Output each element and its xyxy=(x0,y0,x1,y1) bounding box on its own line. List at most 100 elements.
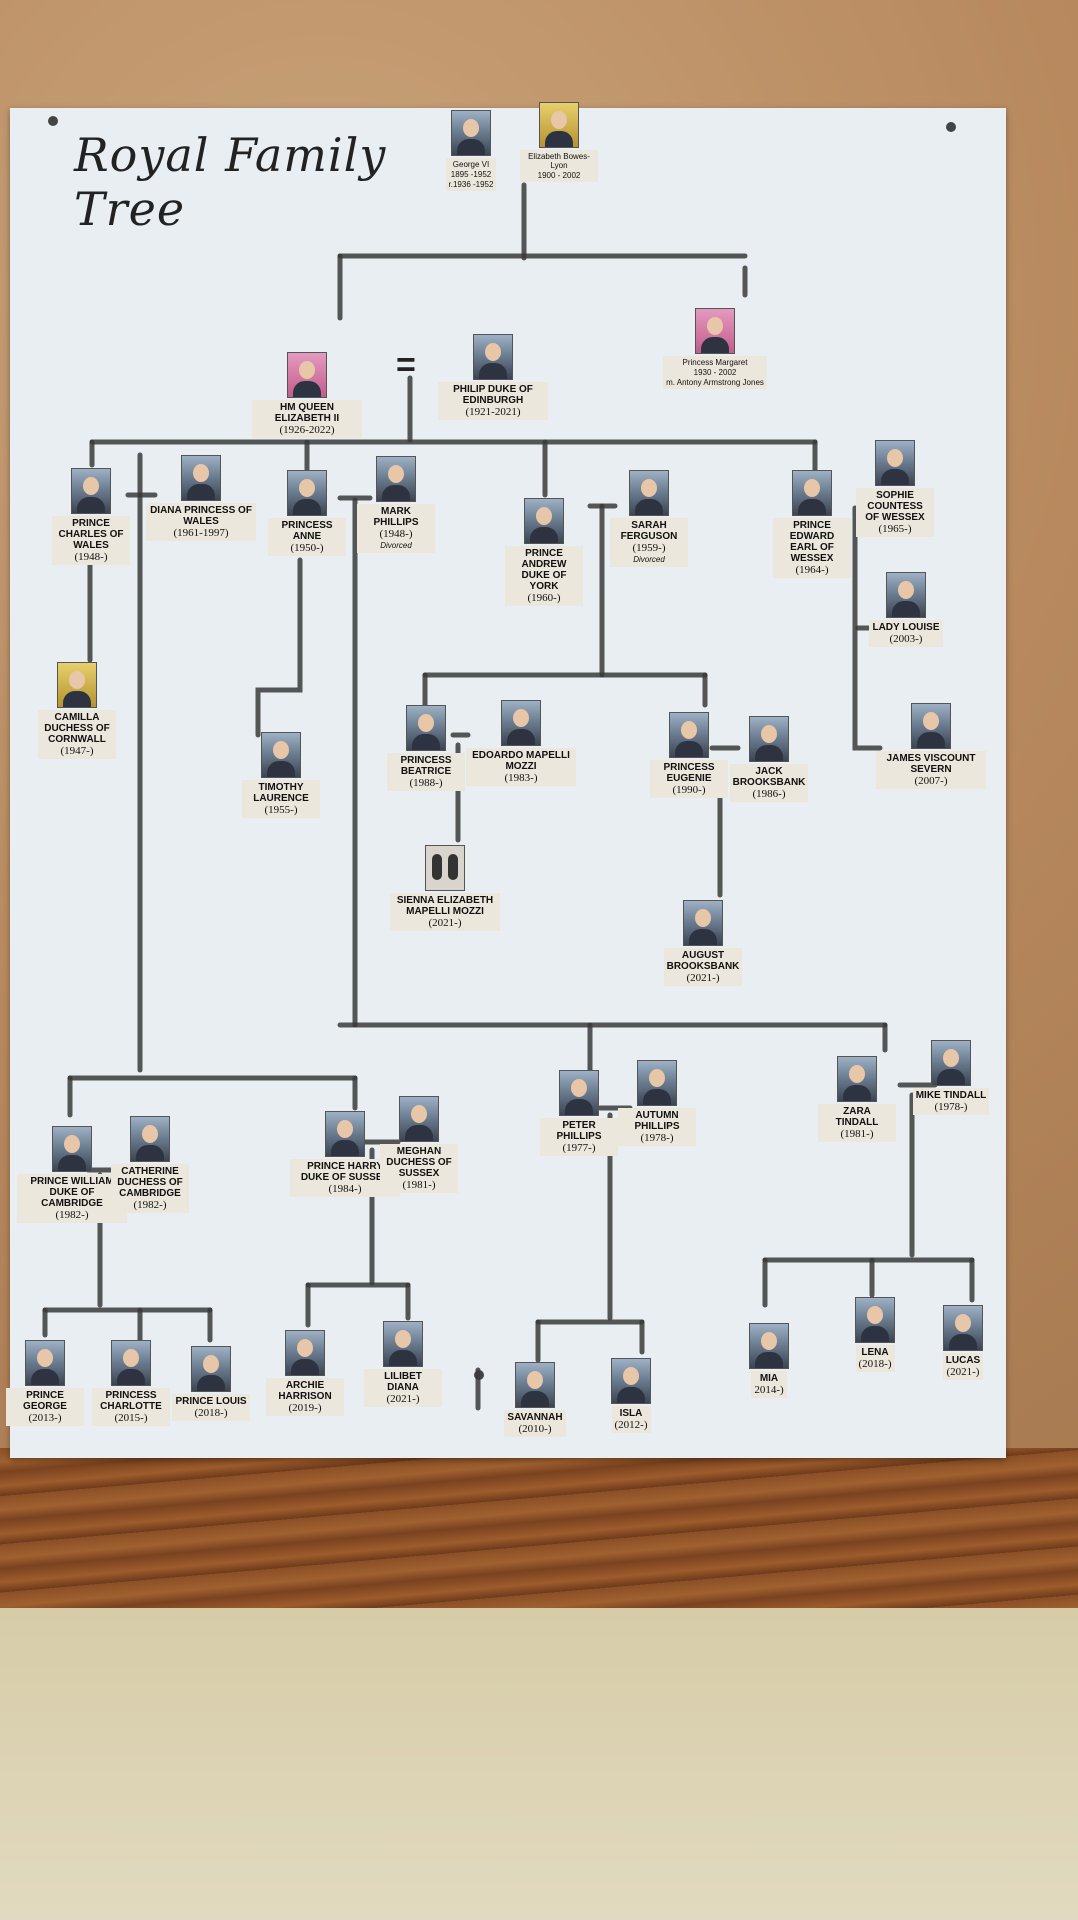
person-years: (1978-) xyxy=(640,1132,674,1144)
person-name: Sophie Countess of Wessex xyxy=(865,490,925,523)
person-years: (1981-) xyxy=(840,1128,874,1140)
portrait-photo xyxy=(886,572,926,618)
person-card-lena: Lena(2018-) xyxy=(836,1297,914,1372)
person-name: Prince Harry Duke of Sussex xyxy=(300,1161,390,1183)
portrait-photo xyxy=(451,110,491,156)
portrait-photo xyxy=(943,1305,983,1351)
person-label: Lilibet Diana(2021-) xyxy=(364,1369,442,1407)
portrait-photo xyxy=(473,334,513,380)
person-label: Princess Eugenie(1990-) xyxy=(650,760,728,798)
person-label: Isla(2012-) xyxy=(611,1406,651,1433)
person-label: Princess Beatrice(1988-) xyxy=(387,753,465,791)
person-name: Timothy Laurence xyxy=(253,782,309,804)
person-label: Sienna Elizabeth Mapelli Mozzi(2021-) xyxy=(390,893,500,931)
portrait-photo xyxy=(111,1340,151,1386)
person-name: Camilla Duchess of Cornwall xyxy=(44,712,110,745)
person-years: r.1936 -1952 xyxy=(448,180,494,189)
family-tree-title: Royal Family Tree xyxy=(74,128,387,236)
person-card-louis: Prince Louis(2018-) xyxy=(172,1346,250,1421)
person-name: Mike Tindall xyxy=(915,1090,987,1101)
portrait-photo xyxy=(539,102,579,148)
person-name: Philip Duke of Edinburgh xyxy=(453,384,533,406)
person-label: Prince Andrew Duke of York(1960-) xyxy=(505,546,583,606)
person-label: Prince Charles of Wales(1948-) xyxy=(52,516,130,565)
person-card-autumn: Autumn Phillips(1978-) xyxy=(618,1060,696,1146)
person-card-james: James Viscount Severn(2007-) xyxy=(876,703,986,789)
person-name: Peter Phillips xyxy=(556,1120,602,1142)
person-years: m. Antony Armstrong Jones xyxy=(666,378,764,387)
person-name: Savannah xyxy=(507,1412,563,1423)
person-years: (1982-) xyxy=(133,1199,167,1211)
person-name: Princess Beatrice xyxy=(400,755,452,777)
person-label: Edoardo Mapelli Mozzi(1983-) xyxy=(466,748,576,786)
person-years: (2007-) xyxy=(914,775,948,787)
portrait-photo xyxy=(669,712,709,758)
person-years: (1988-) xyxy=(409,777,443,789)
person-card-louise: Lady Louise(2003-) xyxy=(867,572,945,647)
person-card-mark: Mark Phillips(1948-)Divorced xyxy=(357,456,435,553)
person-years: (2018-) xyxy=(858,1358,892,1370)
person-label: Meghan Duchess of Sussex(1981-) xyxy=(380,1144,458,1193)
person-card-peter: Peter Phillips(1977-) xyxy=(540,1070,618,1156)
person-card-august: August Brooksbank(2021-) xyxy=(663,900,743,986)
person-years: (1921-2021) xyxy=(465,406,521,418)
person-label: Diana Princess of Wales(1961-1997) xyxy=(146,503,256,541)
person-name: Princess Margaret xyxy=(682,358,748,367)
person-years: (1986-) xyxy=(752,788,786,800)
portrait-photo xyxy=(515,1362,555,1408)
person-card-edoardo: Edoardo Mapelli Mozzi(1983-) xyxy=(466,700,576,786)
person-name: Princess Anne xyxy=(281,520,333,542)
person-label: Zara Tindall(1981-) xyxy=(818,1104,896,1142)
person-name: Lena xyxy=(861,1347,889,1358)
person-label: Mark Phillips(1948-)Divorced xyxy=(357,504,435,553)
person-name: Diana Princess of Wales xyxy=(150,505,252,527)
person-label: Lady Louise(2003-) xyxy=(869,620,943,647)
person-name: Sienna Elizabeth Mapelli Mozzi xyxy=(396,895,494,917)
person-name: August Brooksbank xyxy=(666,950,740,972)
person-card-timothy: Timothy Laurence(1955-) xyxy=(242,732,320,818)
person-card-mike: Mike Tindall(1978-) xyxy=(912,1040,990,1115)
portrait-photo xyxy=(399,1096,439,1142)
person-name: Isla xyxy=(619,1408,643,1419)
person-name: Lilibet Diana xyxy=(384,1371,422,1393)
person-years: 2014-) xyxy=(754,1384,784,1396)
person-card-george: Prince George(2013-) xyxy=(6,1340,84,1426)
person-label: Jack Brooksbank(1986-) xyxy=(729,764,809,802)
person-label: Savannah(2010-) xyxy=(504,1410,566,1437)
wall xyxy=(0,1608,1078,1920)
person-name: HM Queen Elizabeth II xyxy=(274,402,340,424)
portrait-photo xyxy=(629,470,669,516)
portrait-photo xyxy=(52,1126,92,1172)
person-label: Prince William Duke of Cambridge(1982-) xyxy=(17,1174,127,1223)
person-label: August Brooksbank(2021-) xyxy=(663,948,743,986)
person-name: Sarah Ferguson xyxy=(620,520,678,542)
person-card-catherine: Catherine Duchess of Cambridge(1982-) xyxy=(111,1116,189,1213)
portrait-photo xyxy=(749,1323,789,1369)
person-card-camilla: Camilla Duchess of Cornwall(1947-) xyxy=(38,662,116,759)
person-years: (1948-) xyxy=(379,528,413,540)
connector-line xyxy=(255,557,303,738)
person-name: Autumn Phillips xyxy=(634,1110,680,1132)
person-card-savannah: Savannah(2010-) xyxy=(496,1362,574,1437)
person-label: Mike Tindall(1978-) xyxy=(912,1088,990,1115)
footprints-photo xyxy=(425,845,465,891)
person-years: (1950-) xyxy=(290,542,324,554)
person-label: Mia2014-) xyxy=(751,1371,787,1398)
person-years: (1965-) xyxy=(878,523,912,535)
person-label: Archie Harrison(2019-) xyxy=(266,1378,344,1416)
person-years: (1982-) xyxy=(55,1209,89,1221)
person-name: Edoardo Mapelli Mozzi xyxy=(472,750,570,772)
person-years: (1990-) xyxy=(672,784,706,796)
portrait-photo xyxy=(792,470,832,516)
person-years: (1977-) xyxy=(562,1142,596,1154)
person-label: James Viscount Severn(2007-) xyxy=(876,751,986,789)
person-name: Jack Brooksbank xyxy=(732,766,806,788)
person-card-diana: Diana Princess of Wales(1961-1997) xyxy=(146,455,256,541)
person-card-lucas: Lucas(2021-) xyxy=(924,1305,1002,1380)
person-years: (1981-) xyxy=(402,1179,436,1191)
